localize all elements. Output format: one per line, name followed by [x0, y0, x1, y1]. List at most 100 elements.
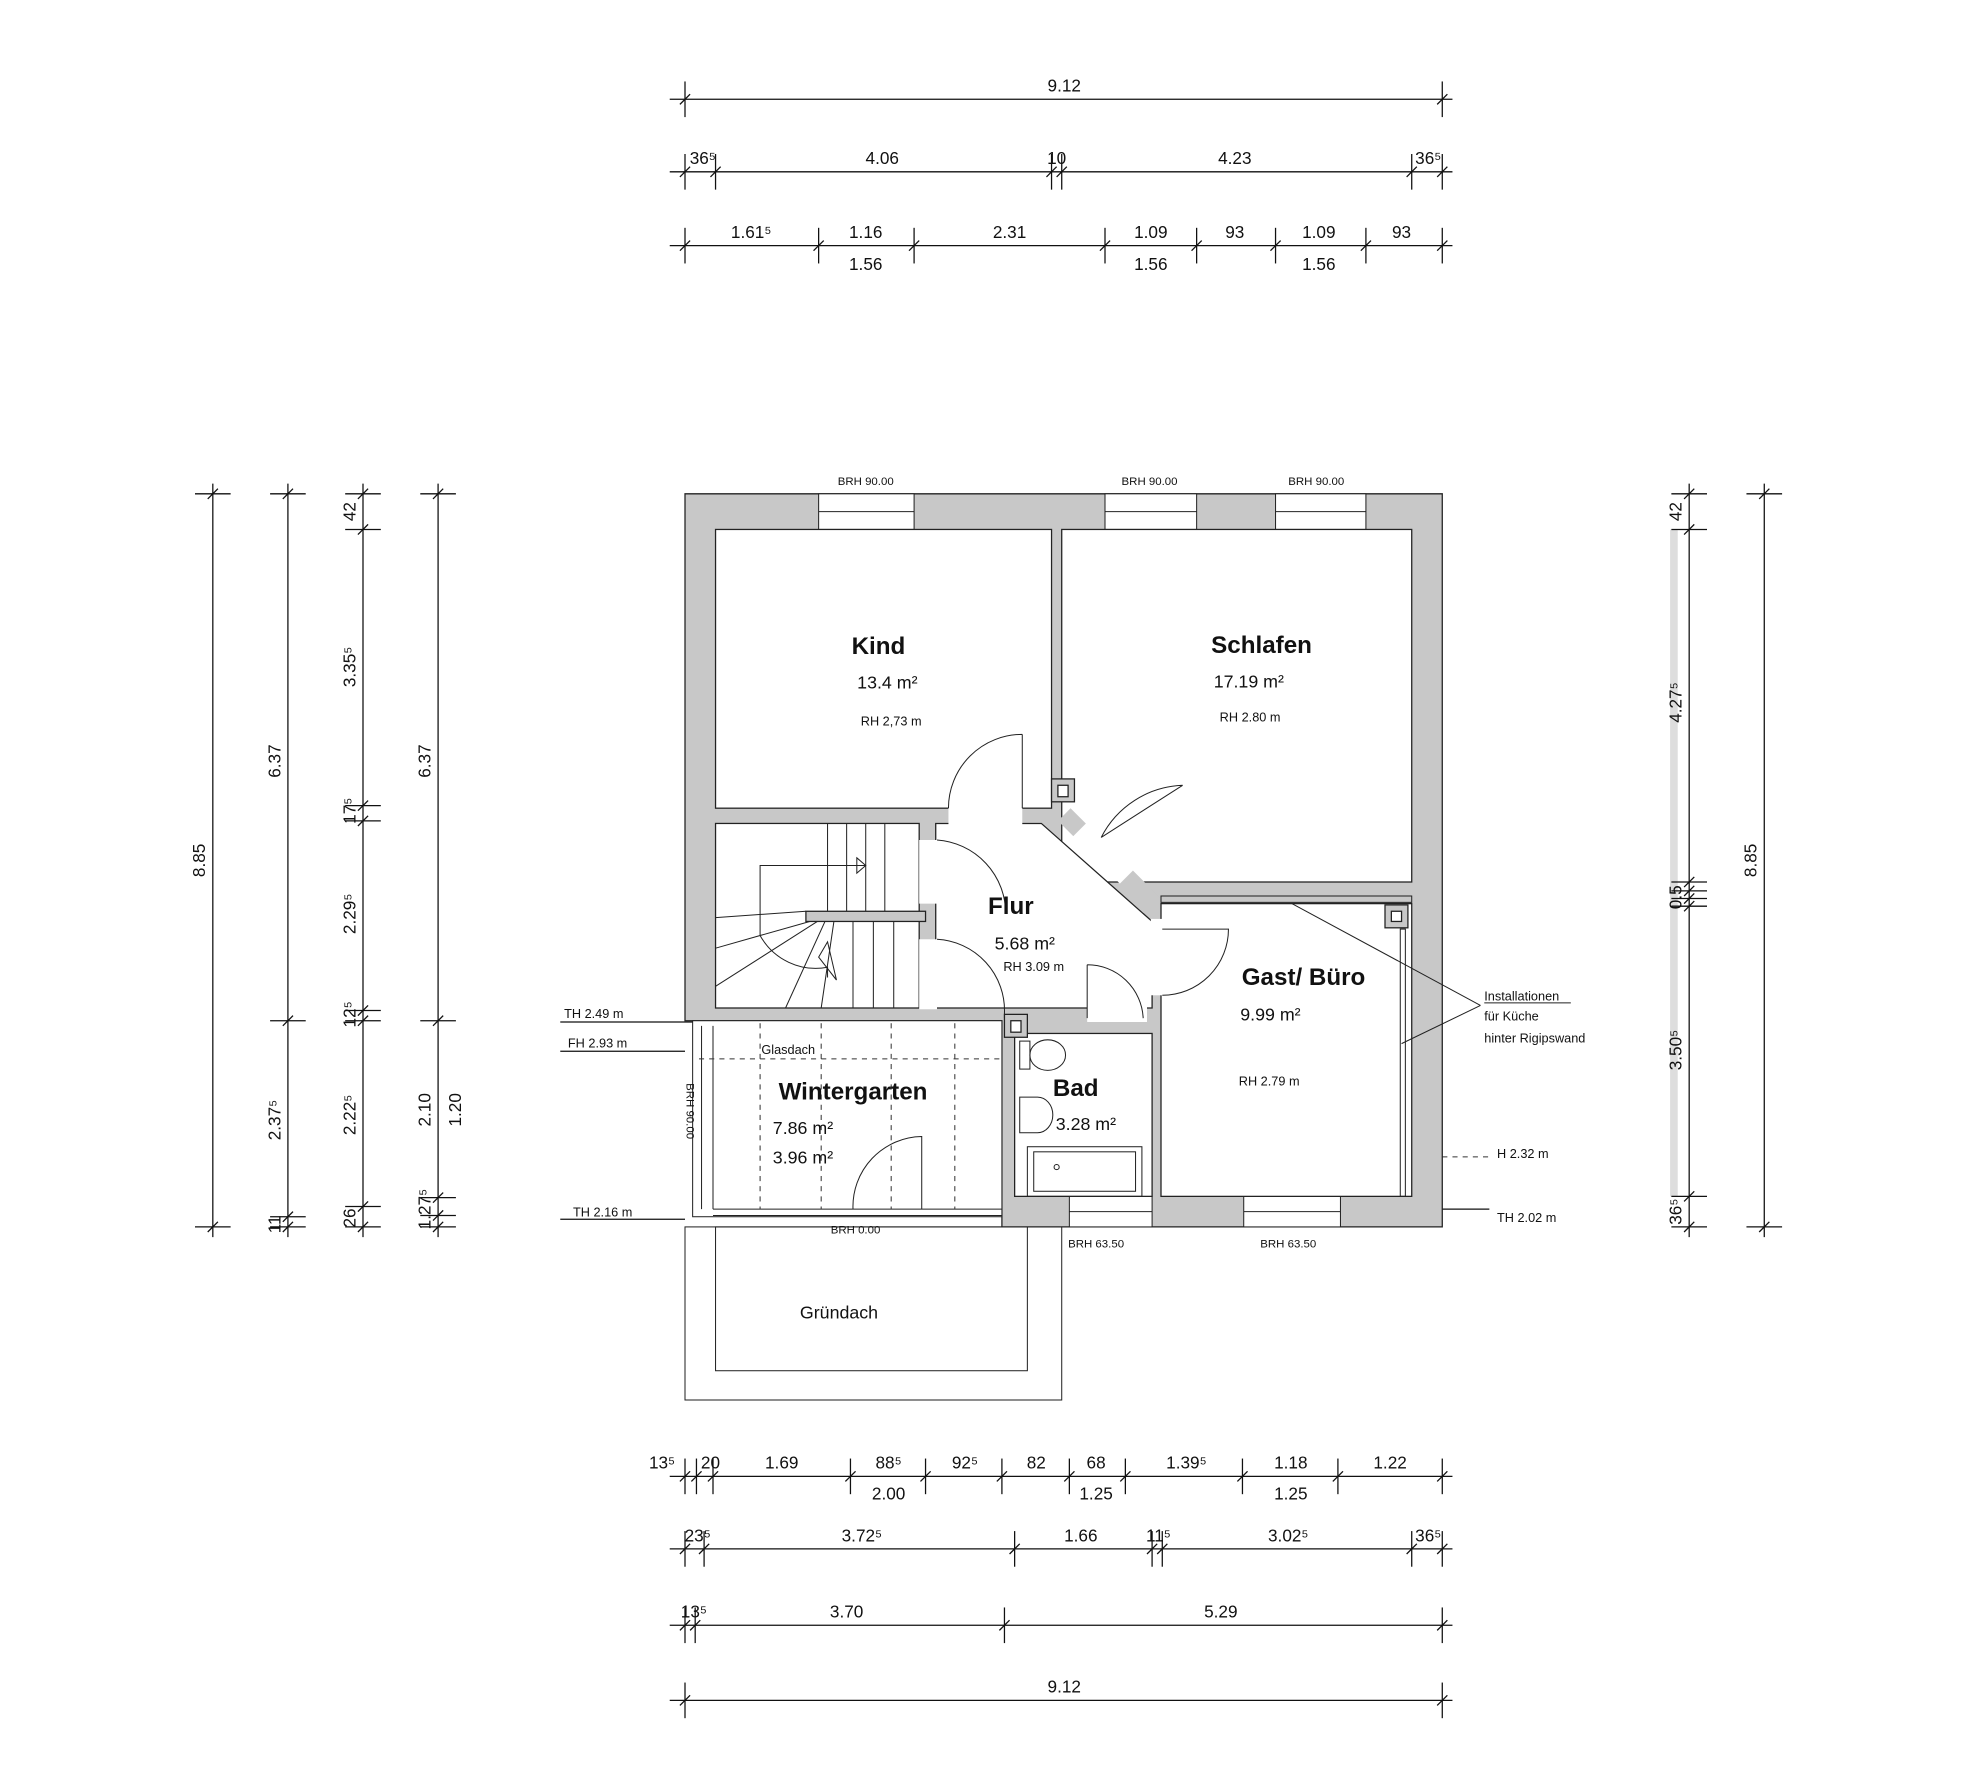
- install-note: hinter Rigipswand: [1484, 1030, 1585, 1045]
- dimension-label: 1.61⁵: [731, 222, 772, 242]
- dimension-label: 88⁵: [876, 1453, 902, 1473]
- dimension-tick: [1063, 1470, 1075, 1482]
- dimension-tick: [432, 1221, 444, 1233]
- dimension-tick: [357, 800, 369, 812]
- door-wc: [936, 938, 1005, 1019]
- room-height-gast: RH 2.79 m: [1239, 1074, 1300, 1089]
- dimension-label: 1.09: [1134, 222, 1167, 242]
- room-name-gast: Gast/ Büro: [1242, 964, 1366, 991]
- dimension-label: 3.50⁵: [1666, 1030, 1686, 1071]
- room-area2-wintergarten: 3.96 m²: [773, 1147, 833, 1167]
- dimension-label: 36⁵: [1415, 1525, 1441, 1545]
- dimension-label: 1.56: [849, 254, 882, 274]
- room-height-schlafen: RH 2.80 m: [1220, 710, 1281, 725]
- brh-label: BRH 63.50: [1068, 1238, 1124, 1250]
- dimension-tick: [1406, 166, 1418, 178]
- dimension-label: 20: [701, 1453, 720, 1473]
- dimension-tick: [1683, 523, 1695, 535]
- dimension-tick: [1758, 488, 1770, 500]
- dimension-tick: [1332, 1470, 1344, 1482]
- dimension-label: 1.16: [849, 222, 882, 242]
- dimension-tick: [1099, 240, 1111, 252]
- dimension-label: 4.23: [1218, 148, 1251, 168]
- fh-293-label: FH 2.93 m: [568, 1035, 627, 1050]
- dimension-tick: [1683, 1221, 1695, 1233]
- walls: [684, 493, 1443, 1228]
- room-area-bad: 3.28 m²: [1056, 1114, 1116, 1134]
- dimension-label: 2.10: [414, 1093, 434, 1126]
- dimension-label: 42: [339, 502, 359, 521]
- door-gast: [1162, 928, 1229, 996]
- th-216-label: TH 2.16 m: [573, 1205, 632, 1220]
- room-height-kind: RH 2,73 m: [861, 713, 922, 728]
- dimension-label: 42: [1666, 502, 1686, 521]
- dimension-label: 1.20: [445, 1093, 465, 1126]
- room-area-kind: 13.4 m²: [857, 673, 917, 693]
- dimension-tick: [690, 1470, 702, 1482]
- dimension-label: 11⁵: [1146, 1525, 1171, 1545]
- leader-line: [1401, 1004, 1481, 1045]
- dimension-label: 3.70: [830, 1602, 863, 1622]
- dimension-label: 1.25: [1274, 1483, 1307, 1503]
- dimension-label: 92⁵: [952, 1453, 978, 1473]
- brh-label: BRH 0.00: [831, 1224, 881, 1236]
- dimension-label: 1.69: [765, 1453, 798, 1473]
- th-202-label: TH 2.02 m: [1497, 1210, 1556, 1225]
- brh-label: BRH 90.00: [838, 476, 894, 488]
- dimension-label: 13⁵: [649, 1453, 675, 1473]
- dimension-tick: [1758, 1221, 1770, 1233]
- toilet-icon: [1029, 1039, 1067, 1071]
- dimension-tick: [1683, 900, 1695, 912]
- dimension-label: 6.37: [414, 744, 434, 777]
- dimension-label: 68: [1087, 1453, 1106, 1473]
- room-name-schlafen: Schlafen: [1211, 632, 1312, 659]
- dimension-tick: [996, 1470, 1008, 1482]
- dimension-label: 12⁵: [339, 1001, 359, 1027]
- dimension-tick: [282, 1211, 294, 1223]
- dimension-label: 2.22⁵: [339, 1095, 359, 1136]
- dimension-label: 1.66: [1064, 1525, 1097, 1545]
- dimension-lines: [194, 81, 1783, 1719]
- brh-label: BRH 90.00: [683, 1083, 695, 1139]
- dimension-label: 36⁵: [690, 148, 716, 168]
- room-area-wintergarten: 7.86 m²: [773, 1118, 833, 1138]
- dimension-tick: [1146, 1543, 1158, 1555]
- brh-label: BRH 63.50: [1260, 1238, 1316, 1250]
- dimension-tick: [1683, 876, 1695, 888]
- room-height-flur: RH 3.09 m: [1003, 959, 1064, 974]
- dimension-label: 8.85: [189, 844, 209, 877]
- dimension-label: 3.35⁵: [339, 647, 359, 688]
- dimension-label: 1.56: [1302, 254, 1335, 274]
- brh-label: BRH 90.00: [1288, 476, 1344, 488]
- dimension-label: 13⁵: [681, 1602, 707, 1622]
- dimension-tick: [679, 93, 691, 105]
- dimension-tick: [679, 240, 691, 252]
- dimension-tick: [1270, 240, 1282, 252]
- dimension-tick: [207, 488, 219, 500]
- dimension-tick: [1436, 93, 1448, 105]
- dimension-label: 1.39⁵: [1166, 1453, 1207, 1473]
- room-area-gast: 9.99 m²: [1240, 1005, 1300, 1025]
- dimension-tick: [357, 1005, 369, 1017]
- dimension-tick: [282, 1015, 294, 1027]
- dimension-tick: [1436, 1470, 1448, 1482]
- green-roof: [684, 1226, 1063, 1401]
- dimension-tick: [1683, 1190, 1695, 1202]
- dimension-tick: [1683, 893, 1695, 905]
- h-232-label: H 2.32 m: [1497, 1146, 1549, 1161]
- dimension-tick: [920, 1470, 932, 1482]
- dimension-label: 8.85: [1741, 844, 1761, 877]
- door-bad: [1086, 964, 1144, 1019]
- dimension-label: 1.09: [1302, 222, 1335, 242]
- dimension-tick: [1436, 1694, 1448, 1706]
- dimension-tick: [1236, 1470, 1248, 1482]
- dimension-tick: [813, 240, 825, 252]
- dimension-tick: [710, 166, 722, 178]
- dimension-tick: [357, 1015, 369, 1027]
- th-249-label: TH 2.49 m: [564, 1006, 623, 1021]
- sink-icon: [1019, 1096, 1054, 1134]
- dimension-tick: [1360, 240, 1372, 252]
- staircase: [715, 823, 895, 1009]
- dimension-label: 36⁵: [1666, 1199, 1686, 1225]
- dimension-label: 10: [1047, 148, 1066, 168]
